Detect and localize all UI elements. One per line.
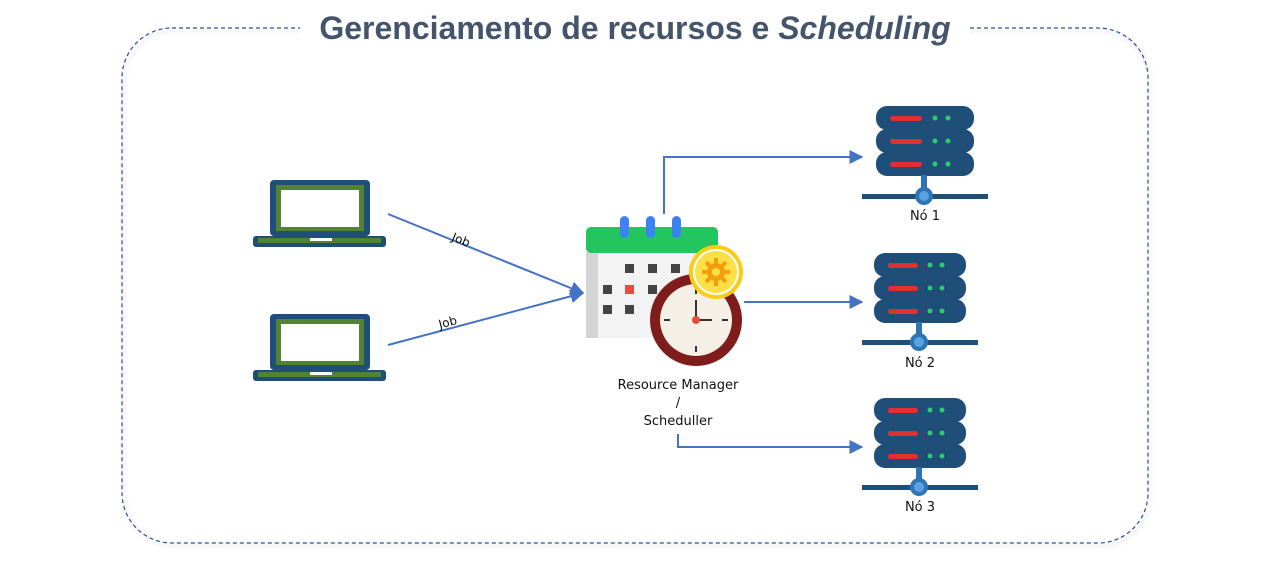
scheduler-label-line2: / <box>675 396 681 411</box>
server-icon <box>862 253 978 351</box>
scheduler-icon <box>586 216 743 366</box>
title-text: Gerenciamento de recursos e <box>319 10 779 46</box>
laptop-icon <box>253 180 386 247</box>
scheduler-label: Resource Manager / Scheduller <box>598 375 758 433</box>
diagram-title: Gerenciamento de recursos e Scheduling <box>300 8 970 48</box>
node-label-2: Nó 2 <box>904 356 936 371</box>
node-label-3: Nó 3 <box>904 500 936 515</box>
scheduler-label-line3: Scheduller <box>643 414 713 429</box>
title-italic-text: Scheduling <box>778 10 951 46</box>
node-arrow-1 <box>663 150 864 214</box>
job-arrow-1 <box>387 213 585 295</box>
server-icon <box>862 106 988 205</box>
scheduler-label-line1: Resource Manager <box>617 378 739 393</box>
laptop-icon <box>253 314 386 381</box>
node-arrow-3 <box>677 434 864 454</box>
node-label-1: Nó 1 <box>909 209 941 224</box>
server-icon <box>862 398 978 496</box>
job-arrow-2 <box>387 289 585 346</box>
